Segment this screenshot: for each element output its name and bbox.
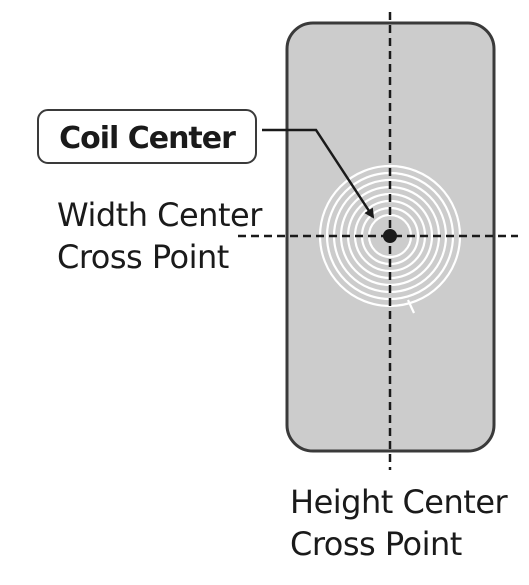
width-center-label-line2: Cross Point [57, 238, 229, 276]
coil-center-label-box [37, 109, 257, 164]
center-point [383, 229, 397, 243]
coil-center-label: Coil Center [59, 121, 236, 156]
height-center-label-line1: Height Center [290, 483, 509, 521]
coil-center-arrow [262, 128, 375, 219]
width-center-label-line1: Width Center [57, 196, 263, 234]
height-center-label-line2: Cross Point [290, 525, 462, 563]
